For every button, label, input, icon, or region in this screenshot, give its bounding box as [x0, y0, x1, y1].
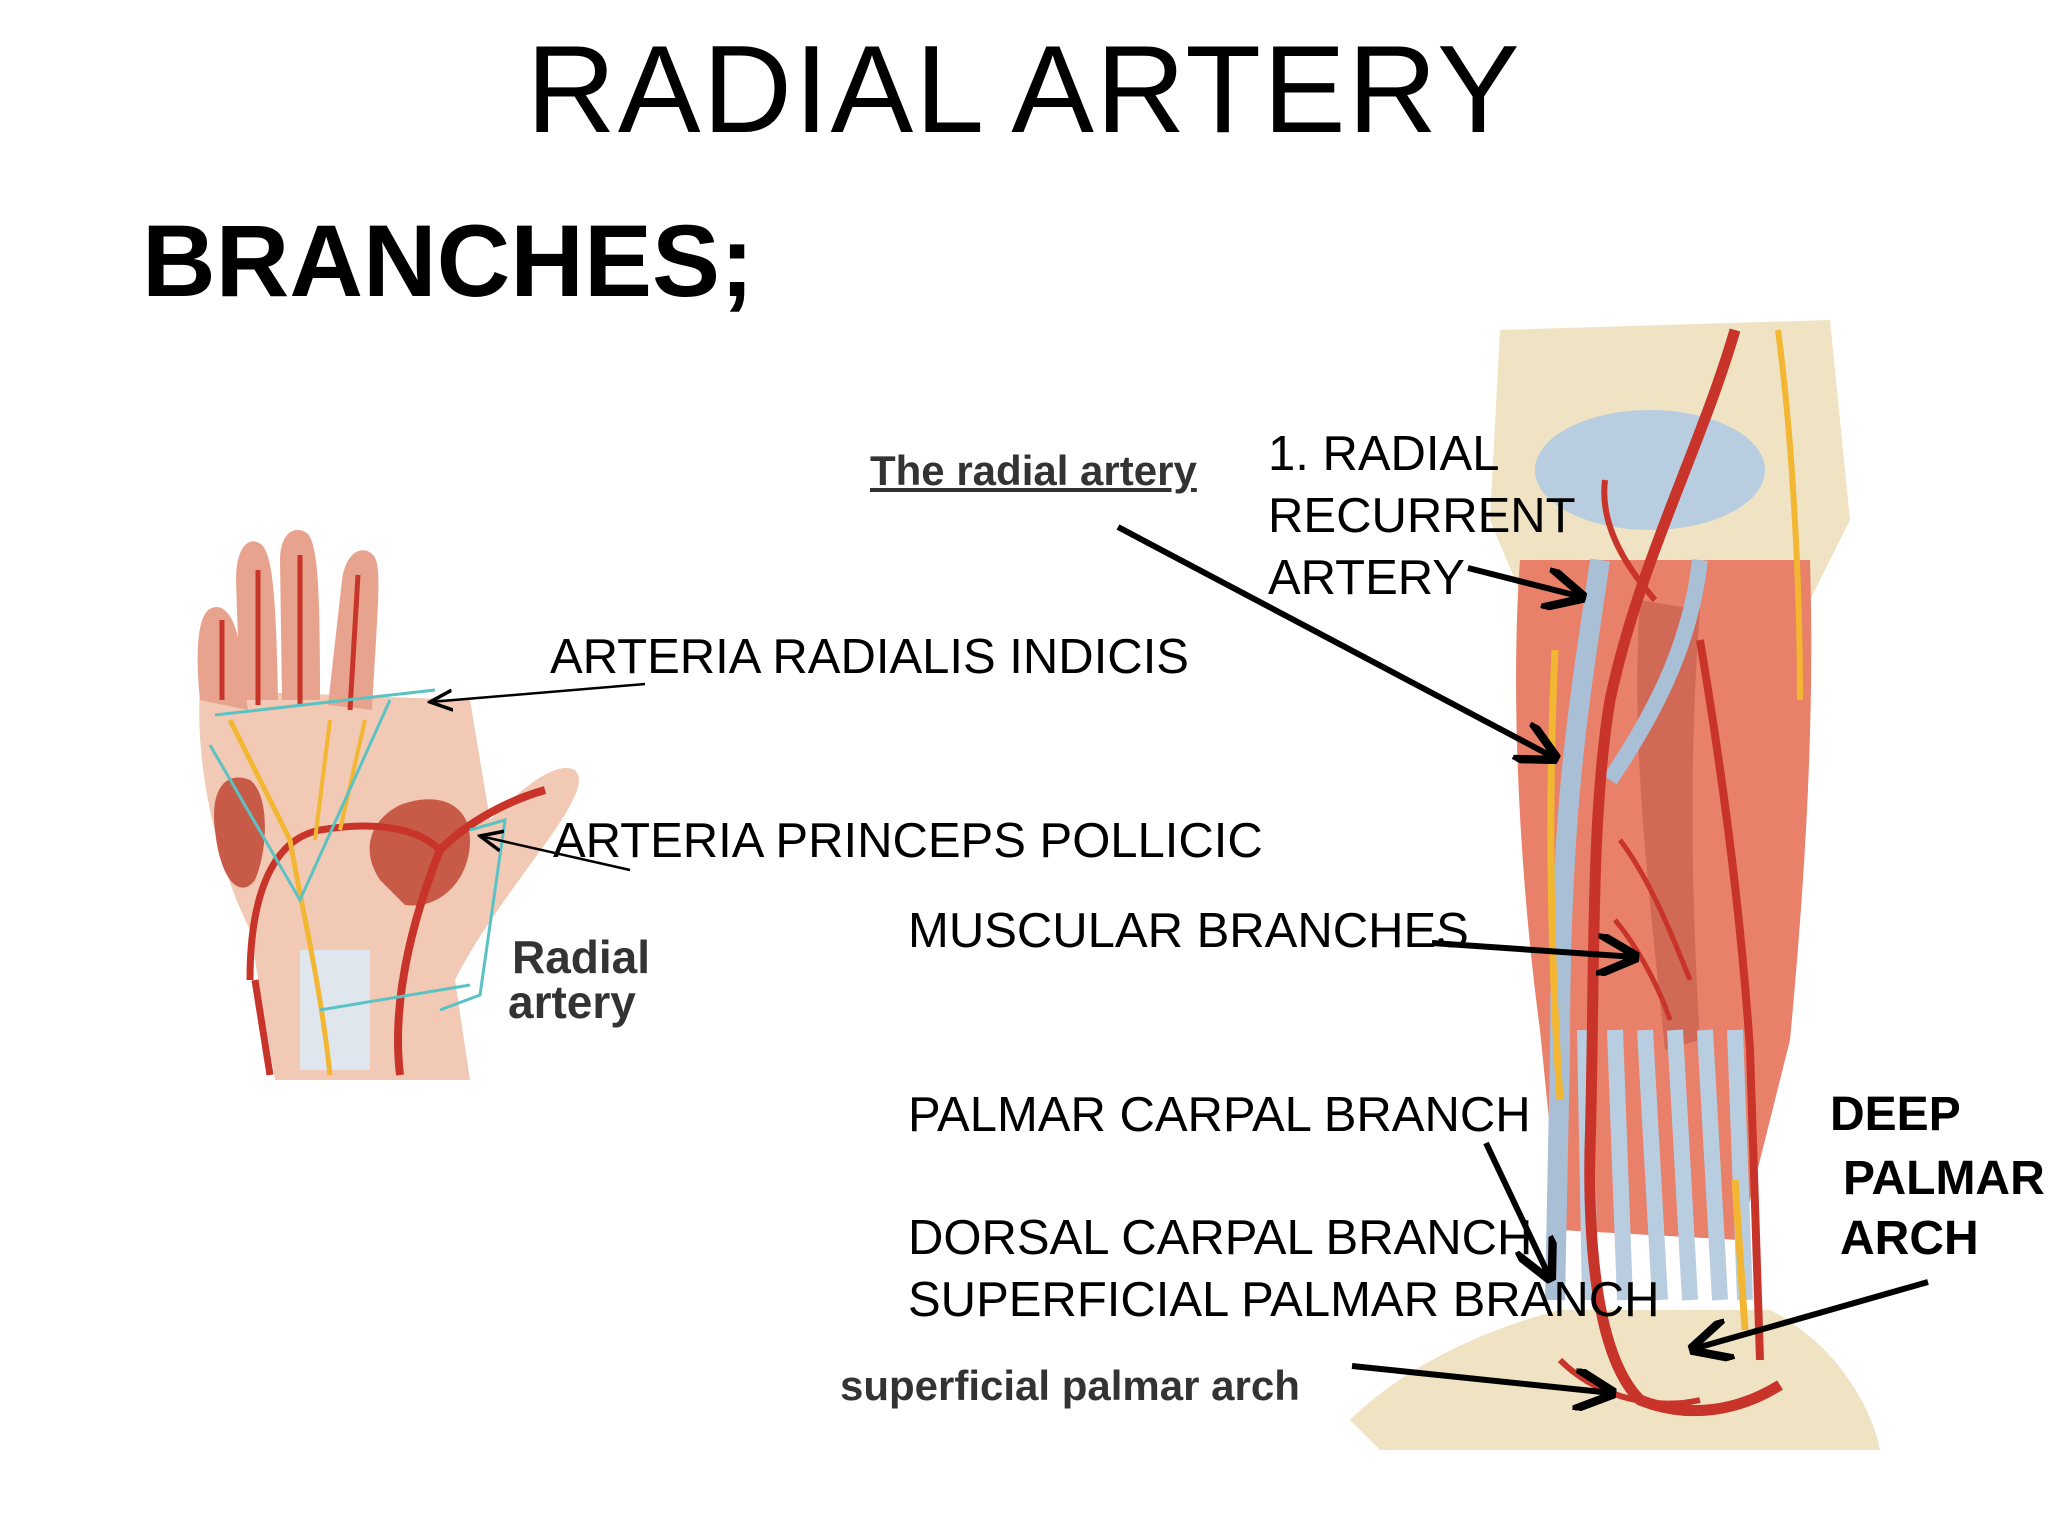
hand-artery-arch — [246, 822, 443, 981]
label-superficial-palmar-branch: SUPERFICIAL PALMAR BRANCH — [908, 1273, 1660, 1327]
forearm-nerve-3 — [1731, 1179, 1749, 1331]
label-radial-recurrent-2: RECURRENT — [1268, 489, 1576, 543]
hand-artery-radial — [394, 786, 547, 1076]
label-deep-palmar-2: PALMAR — [1843, 1152, 2045, 1205]
label-hand-artery: artery — [508, 976, 636, 1028]
forearm-nerve-2 — [1775, 329, 1803, 701]
hand-nerve-2 — [313, 719, 367, 841]
label-radial-recurrent-1: 1. RADIAL — [1268, 427, 1500, 481]
forearm-vein — [1545, 558, 1610, 1301]
label-radialis-indicis: ARTERIA RADIALIS INDICIS — [550, 630, 1189, 684]
label-deep-palmar-3: ARCH — [1840, 1212, 1979, 1265]
arrow-radial-recurrent — [1467, 565, 1582, 597]
slide-title: RADIAL ARTERY — [526, 21, 1522, 159]
wrist-tendons — [300, 950, 370, 1070]
label-the-radial-artery: The radial artery — [870, 447, 1197, 494]
forearm-ulnar-artery — [1696, 639, 1764, 1361]
label-muscular-branches: MUSCULAR BRANCHES — [908, 904, 1469, 958]
arrow-muscular-branches — [1431, 943, 1635, 957]
label-radial-recurrent-3: ARTERY — [1268, 551, 1465, 605]
label-dorsal-carpal: DORSAL CARPAL BRANCH — [908, 1211, 1533, 1265]
slide-subtitle: BRANCHES; — [142, 204, 754, 318]
forearm-muscular-branches — [1613, 838, 1693, 1021]
label-superficial-palmar-arch: superficial palmar arch — [840, 1362, 1300, 1409]
hand-artery-ulnar — [251, 979, 274, 1076]
pointer-arrows — [430, 524, 1929, 1393]
elbow-joint — [1535, 410, 1765, 530]
label-hand-radial: Radial — [512, 931, 651, 983]
arrow-radialis-indicis — [430, 682, 646, 702]
label-palmar-carpal: PALMAR CARPAL BRANCH — [908, 1088, 1531, 1142]
hand-guide-lines — [208, 688, 507, 1012]
hand-illustration — [197, 529, 579, 1080]
label-deep-palmar-1: DEEP — [1830, 1088, 1961, 1141]
hand-artery-digital-4 — [347, 574, 361, 711]
wrist-bones — [1350, 1310, 1880, 1450]
arrow-palmar-carpal — [1483, 1141, 1550, 1278]
forearm-recurrent-artery — [1601, 479, 1658, 602]
arrow-radial-artery — [1116, 524, 1555, 758]
label-princeps-pollicic: ARTERIA PRINCEPS POLLICIC — [553, 814, 1263, 868]
forearm-vein-2 — [1603, 559, 1708, 785]
arrow-superficial-palmar-arch — [1351, 1363, 1612, 1393]
hypothenar-muscle — [214, 777, 265, 888]
arrow-deep-palmar-arch — [1693, 1279, 1929, 1349]
arrow-princeps-pollicic — [480, 836, 631, 872]
forearm-illustration — [1350, 320, 1880, 1450]
forearm-nerve — [1547, 649, 1564, 1101]
hand-nerve — [227, 718, 333, 1076]
